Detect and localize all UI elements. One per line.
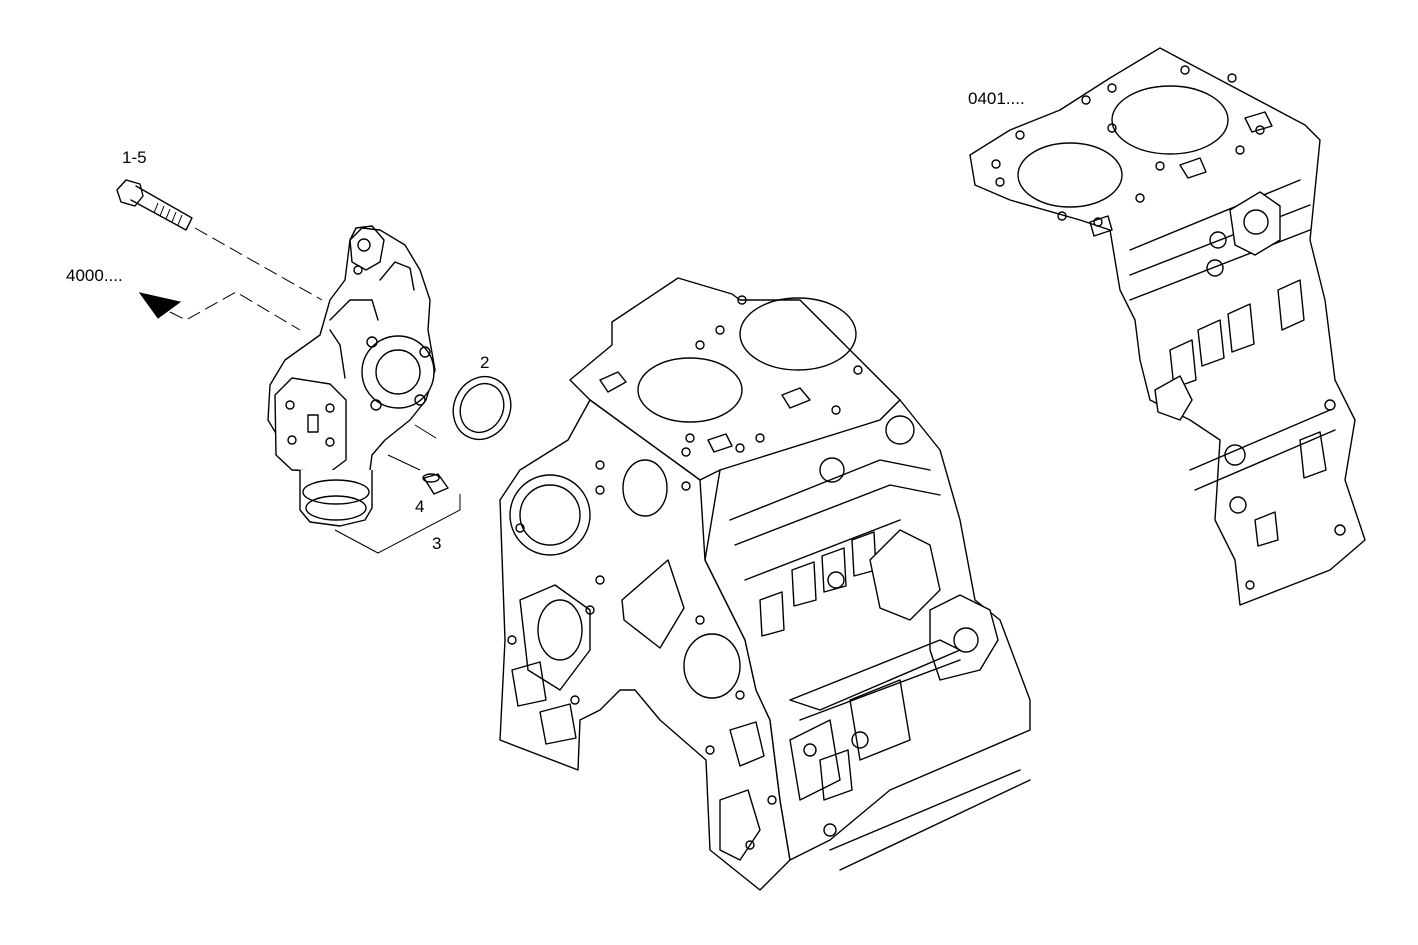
dowel-part xyxy=(422,473,449,495)
callout-pump-body-label[interactable]: 3 xyxy=(432,534,441,553)
pump-ref-arrow xyxy=(138,291,301,331)
callout-pump-ref-label[interactable]: 4000.... xyxy=(66,266,123,285)
engine-block-reference xyxy=(969,47,1366,606)
screw-part xyxy=(116,179,323,301)
water-pump-housing xyxy=(267,225,461,554)
callout-seal-ring-label[interactable]: 2 xyxy=(480,353,489,372)
callout-dowel-label[interactable]: 4 xyxy=(415,497,424,516)
engine-block xyxy=(499,277,1031,891)
callout-block-ref-label[interactable]: 0401.... xyxy=(968,89,1025,108)
seal-ring-part xyxy=(452,375,512,441)
callout-screw-label[interactable]: 1-5 xyxy=(122,148,147,167)
